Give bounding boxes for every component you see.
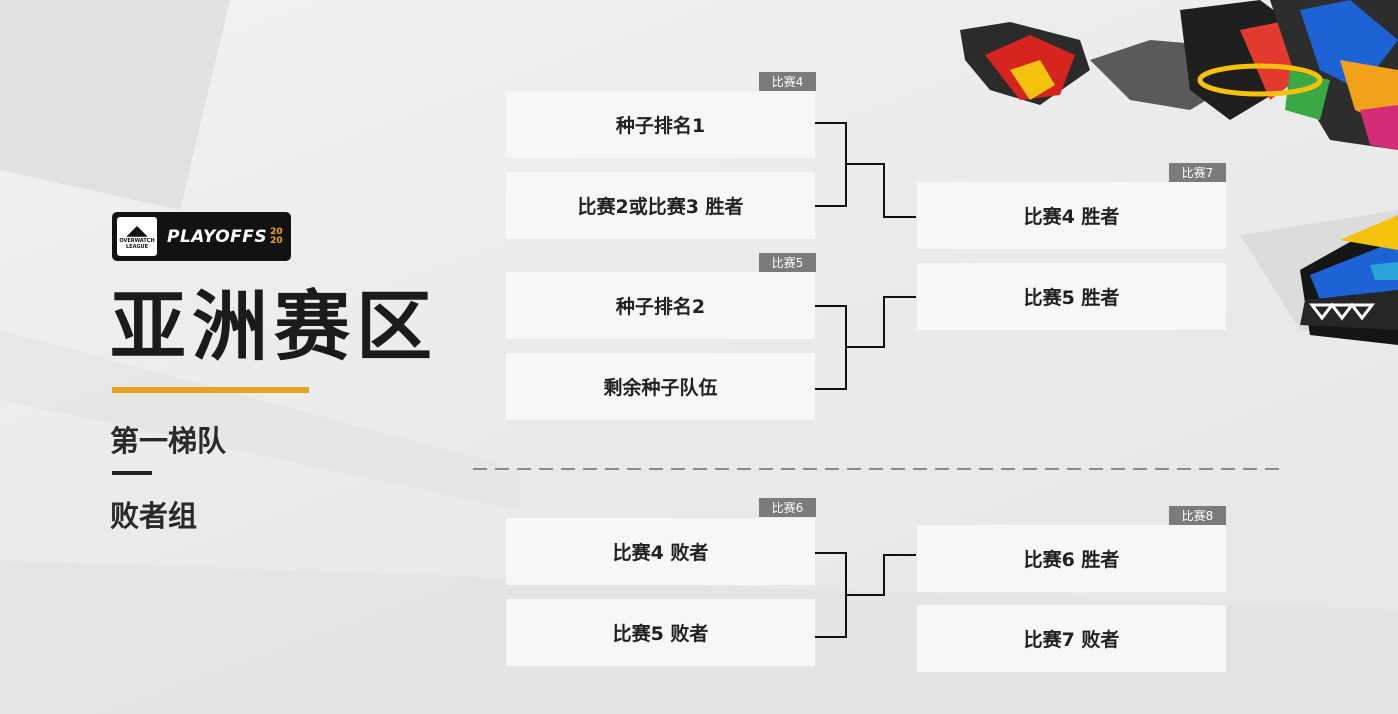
- playoffs-wordmark: PLAYOFFS: [167, 226, 268, 247]
- tier-label: 第一梯队: [110, 424, 227, 458]
- match-tag-6: 比赛6: [759, 498, 816, 517]
- connector-match4-out: [846, 163, 916, 218]
- logo-year-bottom: 20: [270, 235, 283, 246]
- match5-slot-top: 种子排名2: [506, 272, 815, 339]
- match5-slot-bottom: 剩余种子队伍: [506, 353, 815, 420]
- match-tag-4: 比赛4: [759, 72, 816, 91]
- match-tag-5: 比赛5: [759, 253, 816, 272]
- match-tag-8: 比赛8: [1169, 506, 1226, 525]
- match6-slot-top: 比赛4 败者: [506, 518, 815, 585]
- match6-slot-bottom: 比赛5 败者: [506, 599, 815, 666]
- logo-year-top: 20: [270, 226, 283, 237]
- accent-bar: [112, 387, 309, 393]
- league-text-2: LEAGUE: [125, 243, 149, 250]
- shark-art: [1300, 215, 1398, 345]
- overwatch-league-emblem: ◢◣ OVERWATCH LEAGUE: [117, 217, 157, 256]
- match-tag-7: 比赛7: [1169, 163, 1226, 182]
- match8-slot-top: 比赛6 胜者: [917, 525, 1226, 592]
- logo-year: 20 20: [270, 226, 283, 246]
- dash-divider: [112, 471, 152, 475]
- playoffs-logo: ◢◣ OVERWATCH LEAGUE PLAYOFFS 20 20: [112, 212, 291, 261]
- losers-bracket-label: 败者组: [110, 499, 198, 533]
- splash-art: [960, 0, 1398, 150]
- match4-slot-bottom: 比赛2或比赛3 胜者: [506, 172, 815, 239]
- connector-match6-out: [846, 554, 916, 596]
- connector-match5: [815, 305, 847, 390]
- connector-match4: [815, 122, 847, 207]
- match7-slot-top: 比赛4 胜者: [917, 182, 1226, 249]
- connector-match6: [815, 552, 847, 638]
- region-title: 亚洲赛区: [110, 282, 438, 371]
- match4-slot-top: 种子排名1: [506, 91, 815, 158]
- connector-match5-out: [846, 296, 916, 348]
- league-glyph: ◢◣: [126, 222, 148, 239]
- league-text: OVERWATCH: [119, 237, 155, 244]
- match8-slot-bottom: 比赛7 败者: [917, 605, 1226, 672]
- match7-slot-bottom: 比赛5 胜者: [917, 263, 1226, 330]
